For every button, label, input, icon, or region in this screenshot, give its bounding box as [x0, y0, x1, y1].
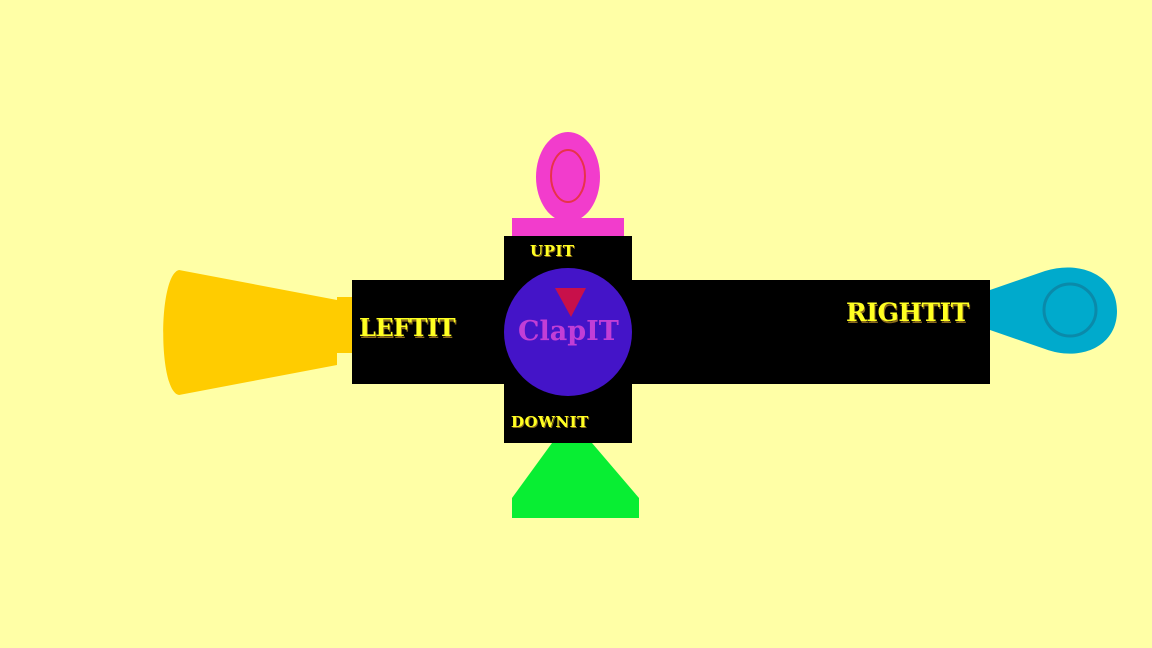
clap-circle[interactable]: [504, 268, 632, 396]
down-button-label[interactable]: DOWNIT: [511, 413, 589, 431]
green-trapezoid-icon[interactable]: [512, 443, 639, 518]
right-button-label[interactable]: RIGHTIT: [846, 298, 969, 327]
clap-button-label[interactable]: ClapIT: [518, 316, 619, 347]
red-triangle-icon: [555, 288, 586, 317]
horizontal-bar: [352, 280, 990, 384]
up-button-label[interactable]: UPIT: [530, 242, 575, 260]
pink-oval-ring: [550, 149, 586, 203]
cyan-teardrop-icon[interactable]: [990, 267, 1117, 354]
left-button-label[interactable]: LEFTIT: [359, 313, 456, 342]
pink-oval-icon[interactable]: [536, 132, 600, 222]
cyan-ring: [1042, 282, 1098, 338]
pink-base: [512, 218, 624, 236]
yellow-horn-icon[interactable]: [163, 270, 352, 395]
